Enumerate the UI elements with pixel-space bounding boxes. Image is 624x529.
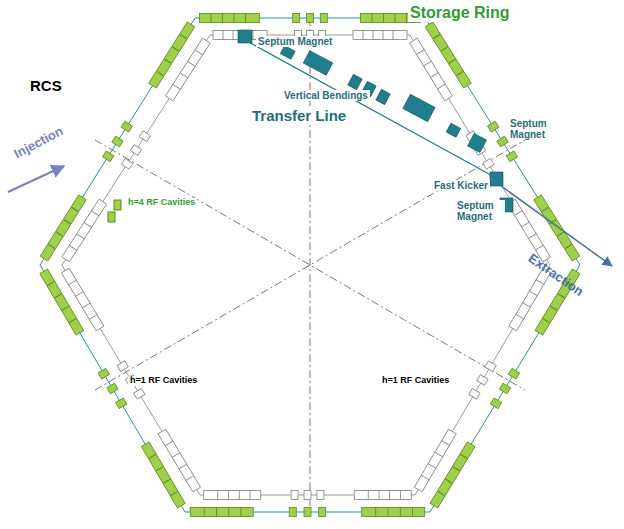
magnet — [139, 131, 150, 142]
magnet — [204, 491, 218, 500]
magnet — [289, 508, 296, 517]
magnet — [195, 38, 210, 55]
magnet — [565, 244, 580, 261]
beam-label: Injection — [10, 123, 67, 163]
cavity-label: h=4 RF Cavities — [126, 198, 197, 208]
magnet — [121, 158, 132, 169]
magnet — [98, 368, 109, 379]
magnet — [506, 151, 517, 162]
magnet — [354, 491, 368, 500]
magnet — [304, 491, 311, 500]
magnet — [91, 199, 106, 216]
magnet — [485, 361, 496, 372]
magnet — [490, 398, 501, 409]
magnet — [497, 136, 508, 147]
magnet — [456, 71, 471, 88]
magnet — [483, 158, 494, 169]
magnet — [307, 14, 314, 23]
magnet — [117, 361, 128, 372]
ring-name: RCS — [28, 78, 64, 95]
magnet — [103, 151, 114, 162]
magnet — [130, 145, 141, 156]
magnet — [469, 389, 480, 400]
magnet — [438, 84, 453, 101]
transfer-line — [238, 30, 513, 212]
magnet — [488, 121, 499, 132]
rf-cavity — [114, 200, 121, 210]
storage-ring — [40, 18, 580, 512]
component-label: Vertical Bendings — [282, 90, 370, 101]
magnet — [246, 14, 260, 23]
magnet — [499, 383, 510, 394]
ring-title: Storage Ring — [408, 4, 512, 22]
magnet — [320, 14, 327, 23]
rf-cavity — [108, 212, 115, 222]
magnet — [535, 318, 550, 335]
magnet — [180, 22, 195, 39]
magnet — [304, 508, 311, 517]
magnet — [293, 14, 300, 23]
symmetry-lines — [95, 18, 525, 512]
magnet — [430, 491, 445, 508]
magnet — [61, 268, 76, 285]
magnet — [141, 442, 156, 459]
magnet — [190, 508, 204, 517]
magnet — [158, 429, 173, 446]
magnet — [508, 368, 519, 379]
magnet — [121, 121, 132, 132]
extraction-arrow — [490, 178, 612, 266]
magnet — [134, 388, 145, 399]
magnet — [393, 31, 407, 40]
magnet — [71, 195, 86, 212]
line-title: Transfer Line — [250, 108, 348, 125]
component-label: Septum Magnet — [508, 118, 558, 140]
magnet — [319, 508, 326, 517]
magnet — [317, 491, 324, 500]
injection-arrow — [8, 166, 64, 192]
magnet — [107, 383, 118, 394]
magnet — [509, 314, 524, 331]
magnet — [477, 375, 488, 386]
component-label: Septum Magnet — [455, 200, 505, 222]
magnet — [116, 398, 127, 409]
component-label: Fast Kicker — [432, 180, 490, 191]
magnet — [414, 475, 429, 492]
component-label: Septum Magnet — [256, 36, 334, 47]
magnet — [291, 491, 298, 500]
rcs-ring — [62, 35, 550, 495]
magnet — [362, 508, 376, 517]
magnet-lattice — [40, 14, 580, 517]
cavity-label: h=1 RF Cavities — [380, 376, 451, 386]
magnet — [112, 136, 123, 147]
cavity-label: h=1 RF Cavities — [128, 376, 199, 386]
magnet — [40, 269, 55, 286]
